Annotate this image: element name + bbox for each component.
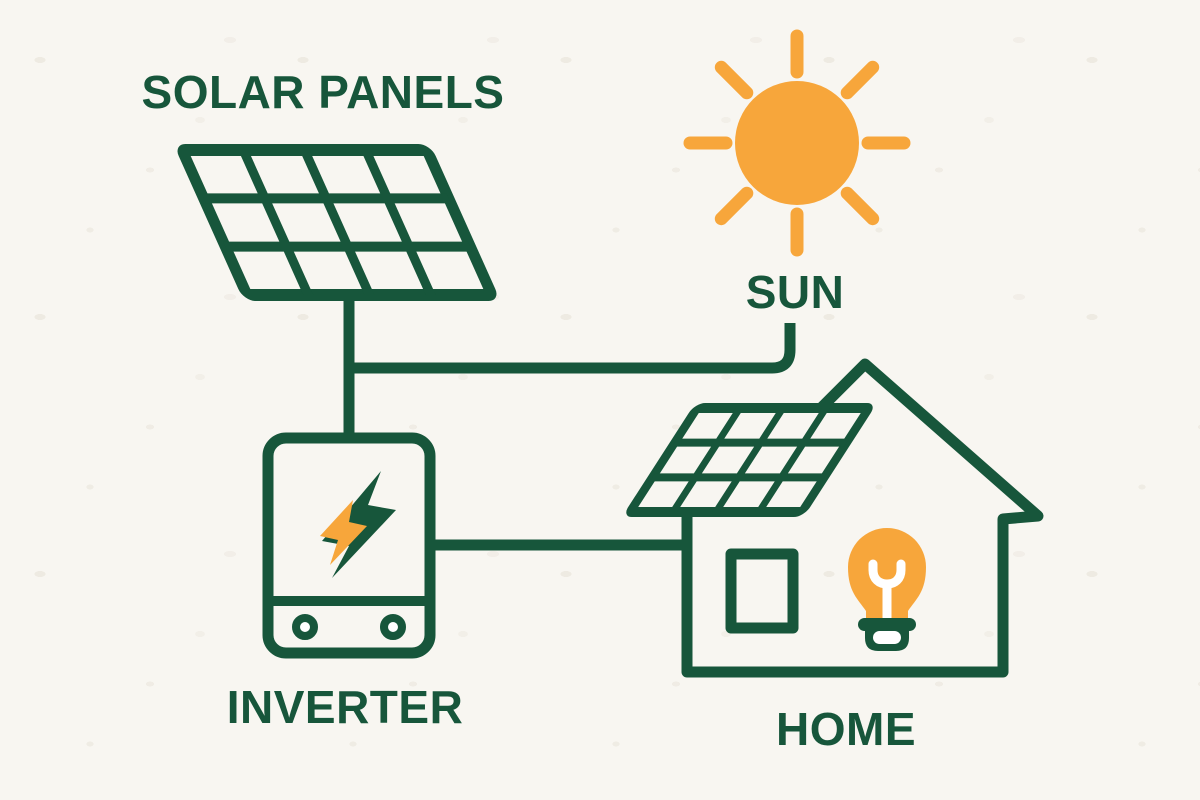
window-icon bbox=[725, 548, 799, 634]
sun-icon bbox=[683, 29, 911, 257]
sun-rays bbox=[683, 29, 911, 257]
sun-branch-line bbox=[349, 323, 796, 374]
lightbulb-icon bbox=[848, 528, 926, 651]
solar-panel-icon bbox=[177, 144, 497, 301]
rooftop-panel-grid bbox=[649, 408, 850, 512]
inverter-label: INVERTER bbox=[226, 681, 464, 733]
lightning-bolt-inner bbox=[320, 500, 367, 565]
home-label: HOME bbox=[776, 703, 916, 755]
bulb-filament bbox=[868, 559, 906, 628]
house-icon bbox=[681, 358, 1044, 678]
bulb-glass bbox=[848, 528, 926, 623]
solar-panel-grid bbox=[201, 150, 473, 295]
sun-disc bbox=[735, 81, 859, 205]
sun-label: SUN bbox=[745, 266, 845, 318]
bulb-socket-highlight bbox=[873, 631, 901, 644]
house-outline bbox=[681, 358, 1044, 678]
rooftop-solar-panel-icon bbox=[626, 403, 873, 517]
connection-lines bbox=[343, 292, 796, 551]
inverter-knob-right bbox=[380, 614, 406, 640]
solar-panels-label: SOLAR PANELS bbox=[141, 66, 505, 118]
inverter-knob-left bbox=[292, 614, 318, 640]
inverter-icon bbox=[262, 432, 436, 659]
bulb-socket-collar bbox=[858, 618, 916, 631]
